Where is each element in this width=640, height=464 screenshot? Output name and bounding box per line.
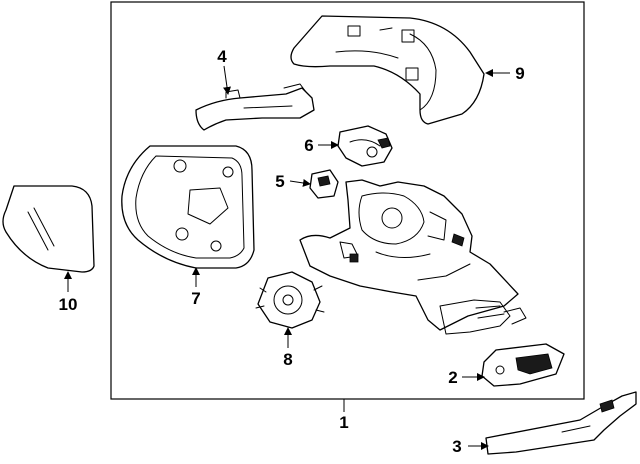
part-8-actuator-gear [255,271,325,329]
callout-6: 6 [304,136,313,155]
part-2-lower-cover [481,343,565,387]
callout-3: 3 [452,437,461,456]
part-9-mirror-cap [290,15,485,125]
callout-labels: 1 2 3 4 5 6 7 8 9 10 [59,47,525,456]
part-3-trim-strip [485,391,637,455]
part-4-turn-signal-lamp [195,83,315,131]
callout-1: 1 [339,413,348,432]
callout-2: 2 [448,368,457,387]
callout-8: 8 [283,350,292,369]
leader-lines [64,65,510,450]
callout-10: 10 [59,295,78,314]
part-1-mirror-housing [299,179,527,335]
part-6-actuator [337,125,393,167]
callout-9: 9 [515,64,524,83]
part-5-module [309,169,339,199]
leader-4 [223,65,231,95]
callout-5: 5 [275,172,284,191]
part-10-mirror-glass [2,185,95,273]
part-7-glass-backing [121,145,255,269]
callout-4: 4 [217,47,227,66]
leader-5 [289,179,311,187]
callout-7: 7 [191,289,200,308]
assembly-frame [110,1,585,400]
